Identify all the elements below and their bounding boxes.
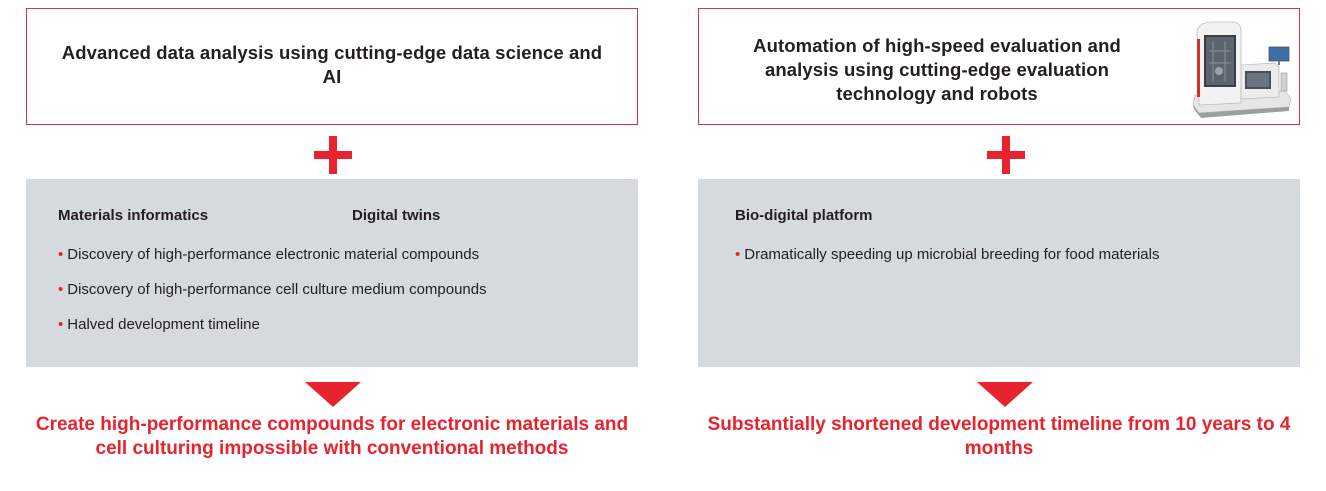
list-item: •Dramatically speeding up microbial bree…	[735, 246, 1160, 263]
list-item: •Halved development timeline	[58, 316, 260, 333]
left-technology-box: Advanced data analysis using cutting-edg…	[26, 8, 638, 125]
right-details-panel: Bio-digital platform •Dramatically speed…	[698, 179, 1300, 367]
list-item: •Discovery of high-performance cell cult…	[58, 281, 487, 298]
plus-icon	[314, 136, 352, 174]
right-heading-row: Bio-digital platform	[735, 207, 873, 224]
right-technology-box: Automation of high-speed evaluation and …	[698, 8, 1300, 125]
left-result-text: Create high-performance compounds for el…	[35, 414, 629, 459]
lab-robot-machine-image	[1192, 21, 1292, 118]
bullet-dot-icon: •	[58, 246, 64, 263]
right-bullet-list: •Dramatically speeding up microbial bree…	[735, 246, 1159, 281]
digital-twins-heading: Digital twins	[352, 207, 441, 224]
list-item: •Discovery of high-performance electroni…	[58, 246, 480, 263]
down-triangle-arrow-icon	[305, 382, 361, 407]
left-heading-row: Materials informatics Digital twins	[58, 207, 440, 224]
bio-digital-platform-heading: Bio-digital platform	[735, 207, 873, 224]
left-bullet-list: •Discovery of high-performance electroni…	[58, 246, 487, 351]
bullet-dot-icon: •	[735, 246, 741, 263]
bullet-dot-icon: •	[58, 281, 64, 298]
materials-informatics-heading: Materials informatics	[58, 207, 209, 224]
down-triangle-arrow-icon	[977, 382, 1033, 407]
left-technology-title: Advanced data analysis using cutting-edg…	[61, 41, 603, 87]
left-details-panel: Materials informatics Digital twins •Dis…	[26, 179, 638, 367]
plus-icon	[987, 136, 1025, 174]
bullet-dot-icon: •	[58, 316, 64, 333]
right-technology-title: Automation of high-speed evaluation and …	[753, 35, 1121, 104]
right-result-text: Substantially shortened development time…	[707, 414, 1291, 459]
